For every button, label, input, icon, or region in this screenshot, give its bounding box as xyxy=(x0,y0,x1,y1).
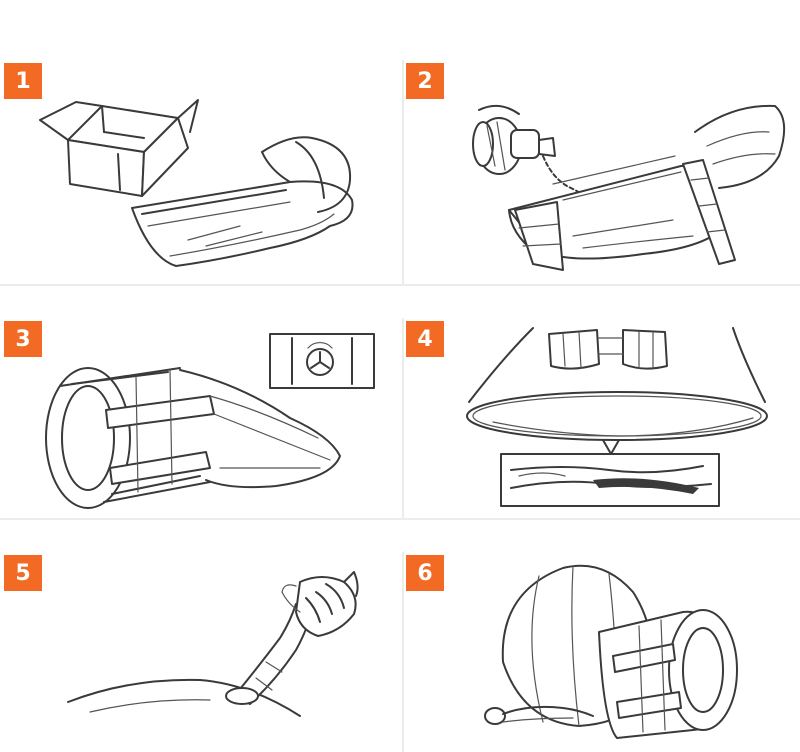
inflated-bubble-tent-icon xyxy=(484,564,738,739)
step-6-badge: 6 xyxy=(406,555,444,591)
step-1-badge: 1 xyxy=(4,63,42,99)
step-4-badge: 4 xyxy=(406,321,444,357)
hand-tying-valve-icon xyxy=(67,571,359,717)
divider-row-2 xyxy=(0,518,800,520)
divider-row-1 xyxy=(0,284,800,286)
step-2-badge: 2 xyxy=(406,63,444,99)
air-pump-inflating-icon xyxy=(472,104,786,271)
divider-col-1-mid xyxy=(402,318,404,518)
step-3-badge: 3 xyxy=(4,321,42,357)
divider-col-1-bot xyxy=(402,552,404,752)
step-4-panel: 4 xyxy=(403,318,800,516)
step-1-panel: 1 xyxy=(0,60,400,282)
divider-col-1-top xyxy=(402,60,404,284)
box-and-folded-tent-icon xyxy=(39,99,354,267)
step-6-panel: 6 xyxy=(403,552,800,752)
step-2-panel: 2 xyxy=(403,60,800,282)
step-5-badge: 5 xyxy=(4,555,42,591)
step-5-panel: 5 xyxy=(0,552,400,752)
dome-base-detail-icon xyxy=(466,327,768,507)
step-3-panel: 3 xyxy=(0,318,400,516)
tunnel-and-switch-icon xyxy=(45,333,375,509)
